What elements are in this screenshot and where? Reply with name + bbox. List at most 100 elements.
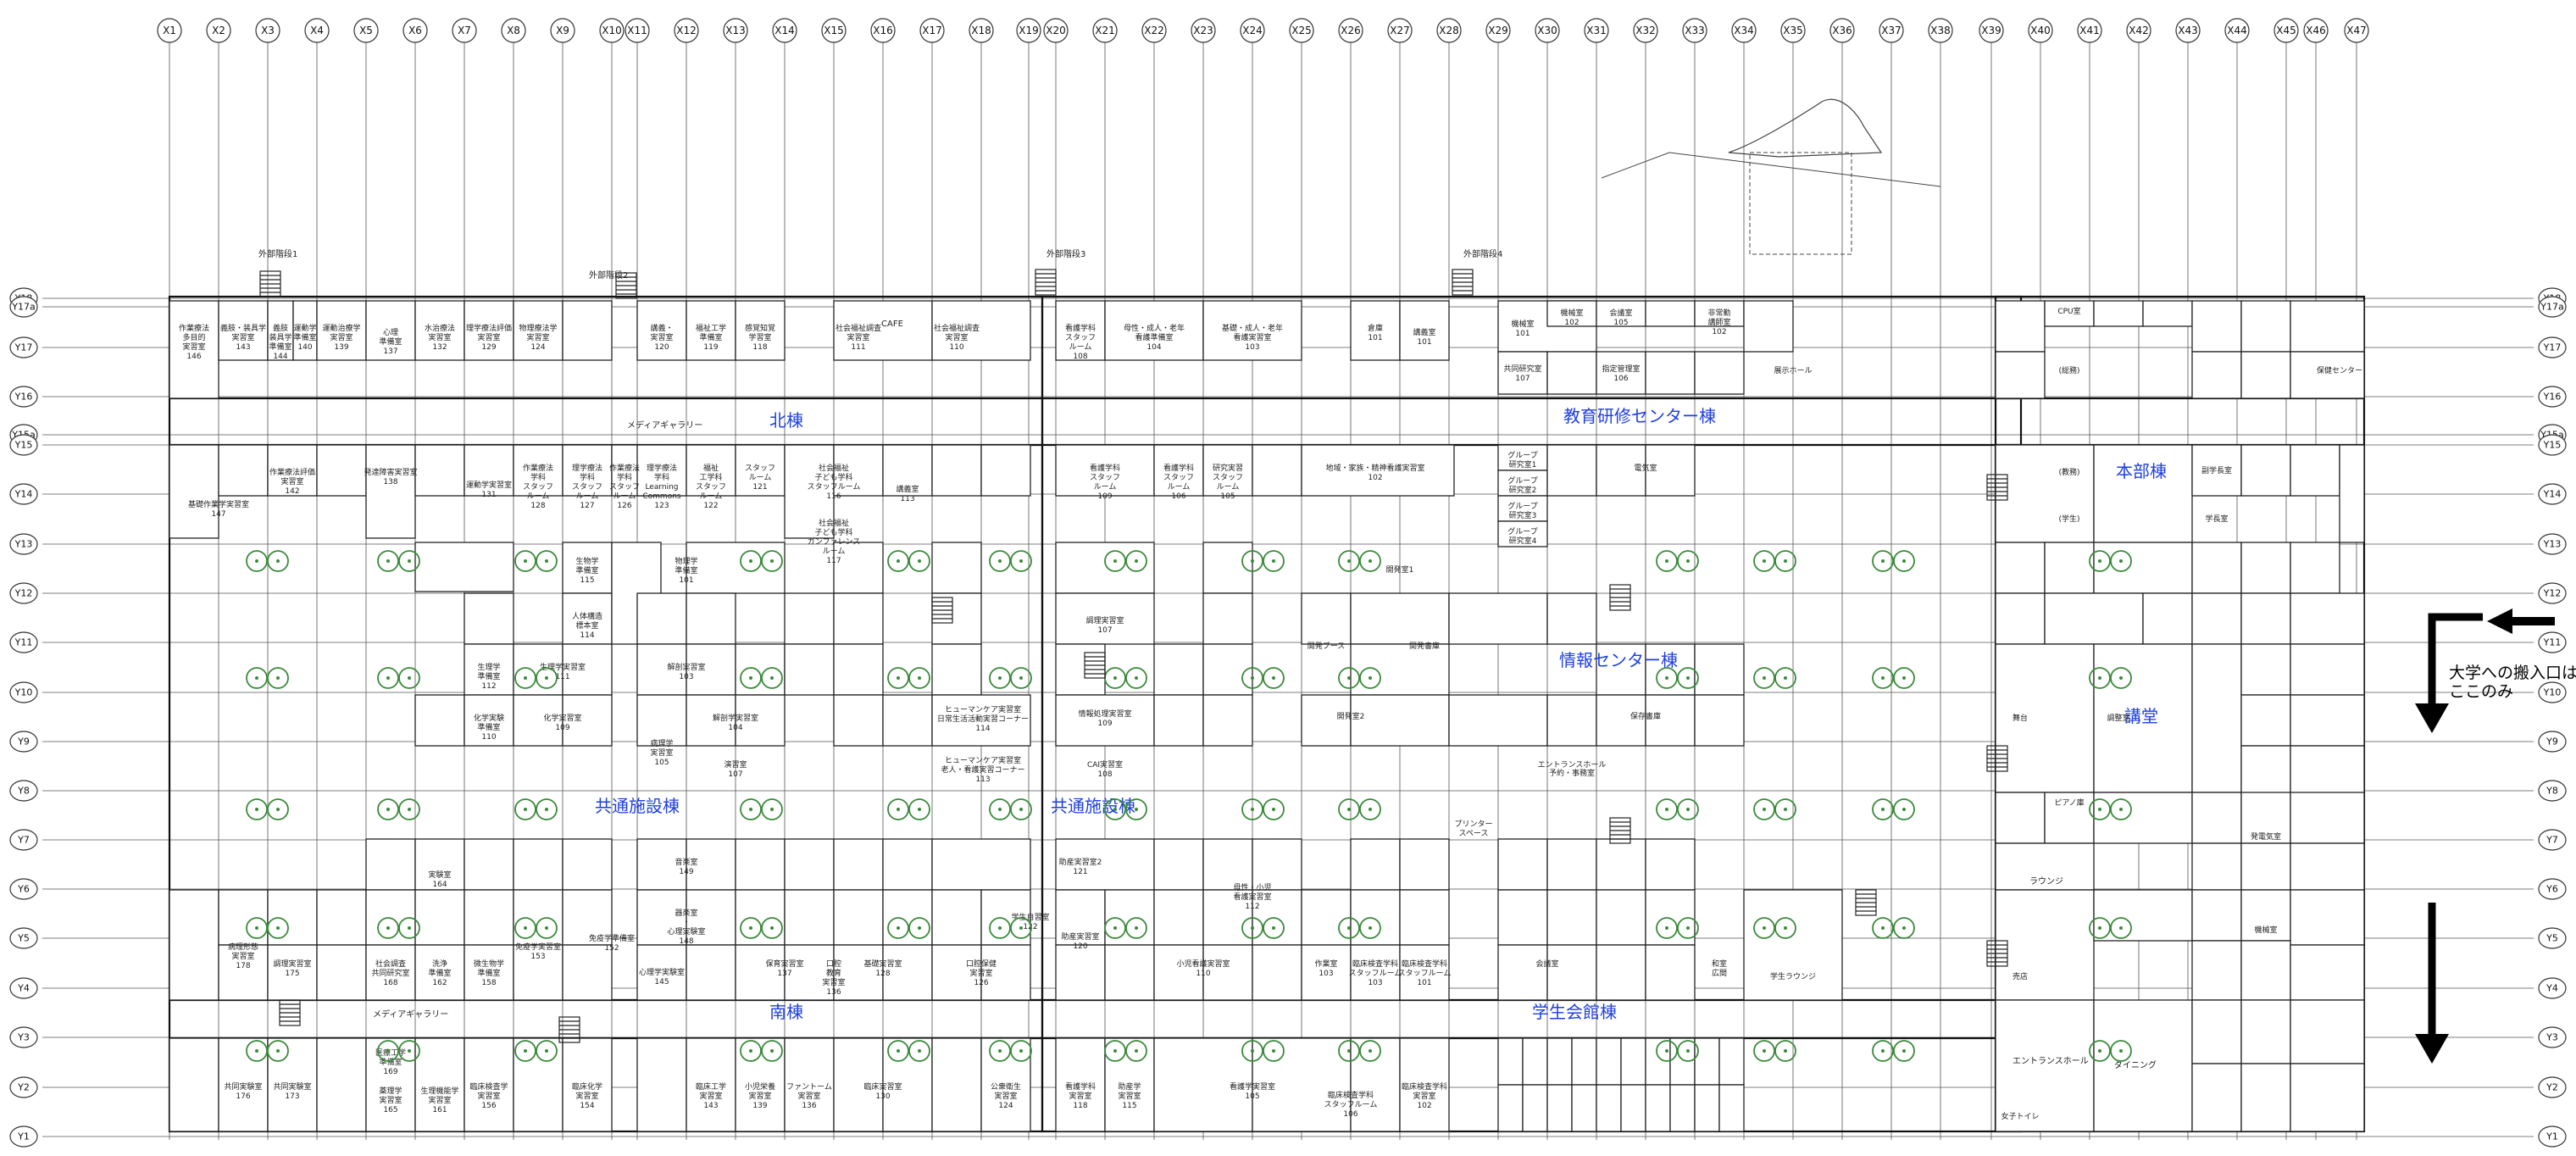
room-cell <box>636 694 687 747</box>
room-cell <box>562 838 613 891</box>
column-marker <box>1893 550 1915 572</box>
stair-icon <box>1986 940 2008 967</box>
media-gallery-north-label: メディアギャラリー <box>627 420 702 431</box>
room-cell <box>735 838 786 891</box>
column-marker <box>1656 798 1678 820</box>
outdoor-feature <box>1601 98 1941 255</box>
room-cell <box>1350 838 1401 891</box>
column-marker <box>1774 667 1796 689</box>
column-marker <box>1656 1040 1678 1062</box>
room-cell <box>1571 1084 1597 1132</box>
grid-bubble-y14-left: Y14 <box>9 483 38 505</box>
grid-bubble-y1-left: Y1 <box>9 1125 38 1148</box>
room-cell <box>513 838 564 891</box>
svg-text:X33: X33 <box>1685 25 1705 36</box>
column-marker <box>908 667 930 689</box>
column-marker <box>1893 917 1915 939</box>
room-cell <box>2044 542 2095 594</box>
grid-bubble-y8-left: Y8 <box>9 780 38 802</box>
room-cell <box>1153 838 1204 891</box>
column-marker <box>514 667 536 689</box>
svg-text:X14: X14 <box>774 25 795 36</box>
room-cell <box>1055 694 1155 747</box>
room-cell <box>1350 944 1401 1001</box>
svg-text:X42: X42 <box>2129 25 2149 36</box>
room-cell <box>2093 300 2144 327</box>
column-marker <box>1263 550 1285 572</box>
room-cell <box>2240 542 2291 594</box>
svg-text:Y13: Y13 <box>2543 539 2562 550</box>
room-cell <box>833 944 884 1001</box>
room-cell <box>1995 444 2095 543</box>
room-cell <box>1995 889 2095 1001</box>
column-marker <box>246 550 268 572</box>
room-cell <box>1596 944 1646 1001</box>
room-cell <box>636 1037 687 1132</box>
column-marker <box>908 1040 930 1062</box>
room-cell <box>784 444 835 539</box>
column-marker <box>1677 667 1699 689</box>
column-marker <box>1241 798 1263 820</box>
room-label-meeting: 会議室 <box>1535 959 1558 969</box>
room-label-japanese_room: 和室広間 <box>1712 959 1727 978</box>
grid-bubble-x19: X19 <box>1016 18 1041 43</box>
column-marker <box>267 1040 289 1062</box>
ext-stair-3-label: 外部階段3 <box>1046 248 1085 259</box>
room-cell <box>1645 351 1696 395</box>
grid-bubble-y5-left: Y5 <box>9 927 38 949</box>
arrow-down-icon-upper <box>2415 703 2449 733</box>
room-cell <box>513 1037 564 1132</box>
room-cell <box>1995 542 2046 594</box>
room-cell <box>365 1037 416 1132</box>
room-cell <box>2290 643 2365 696</box>
grid-bubble-x26: X26 <box>1338 18 1363 43</box>
room-cell <box>1350 694 1450 747</box>
column-marker <box>761 667 783 689</box>
room-cell <box>1620 1084 1646 1132</box>
room-cell <box>931 694 1031 747</box>
room-partitions <box>169 300 2365 1132</box>
room-label-group4: グループ研究室4 <box>1507 526 1537 546</box>
grid-bubble-y6-right: Y6 <box>2538 878 2567 900</box>
grid-bubble-x12: X12 <box>674 18 699 43</box>
svg-text:X22: X22 <box>1144 25 1164 36</box>
column-marker <box>2089 550 2111 572</box>
loading-entry-indicator: 大学への搬入口は ここのみ <box>2415 609 2576 1064</box>
room-cell <box>1153 694 1204 747</box>
room-cell <box>1153 944 1204 1001</box>
room-cell <box>2093 542 2193 594</box>
room-cell <box>2191 300 2242 353</box>
room-cell <box>169 444 219 539</box>
room-cell <box>218 889 269 946</box>
svg-text:Y3: Y3 <box>2545 1032 2558 1043</box>
column-marker <box>1872 1040 1894 1062</box>
room-cell <box>980 944 1031 1001</box>
room-cell <box>1301 694 1352 747</box>
room-cell <box>2240 351 2291 399</box>
room-cell <box>1252 444 1302 497</box>
svg-text:Y15: Y15 <box>2543 440 2562 451</box>
svg-text:X7: X7 <box>458 25 471 36</box>
grid-bubble-y12-right: Y12 <box>2538 582 2567 604</box>
room-cell <box>1202 300 1302 361</box>
stair-icon <box>1855 889 1877 916</box>
column-marker <box>2089 1040 2111 1062</box>
room-cell <box>784 643 835 696</box>
column-marker <box>2089 667 2111 689</box>
grid-bubble-y2-left: Y2 <box>9 1076 38 1098</box>
